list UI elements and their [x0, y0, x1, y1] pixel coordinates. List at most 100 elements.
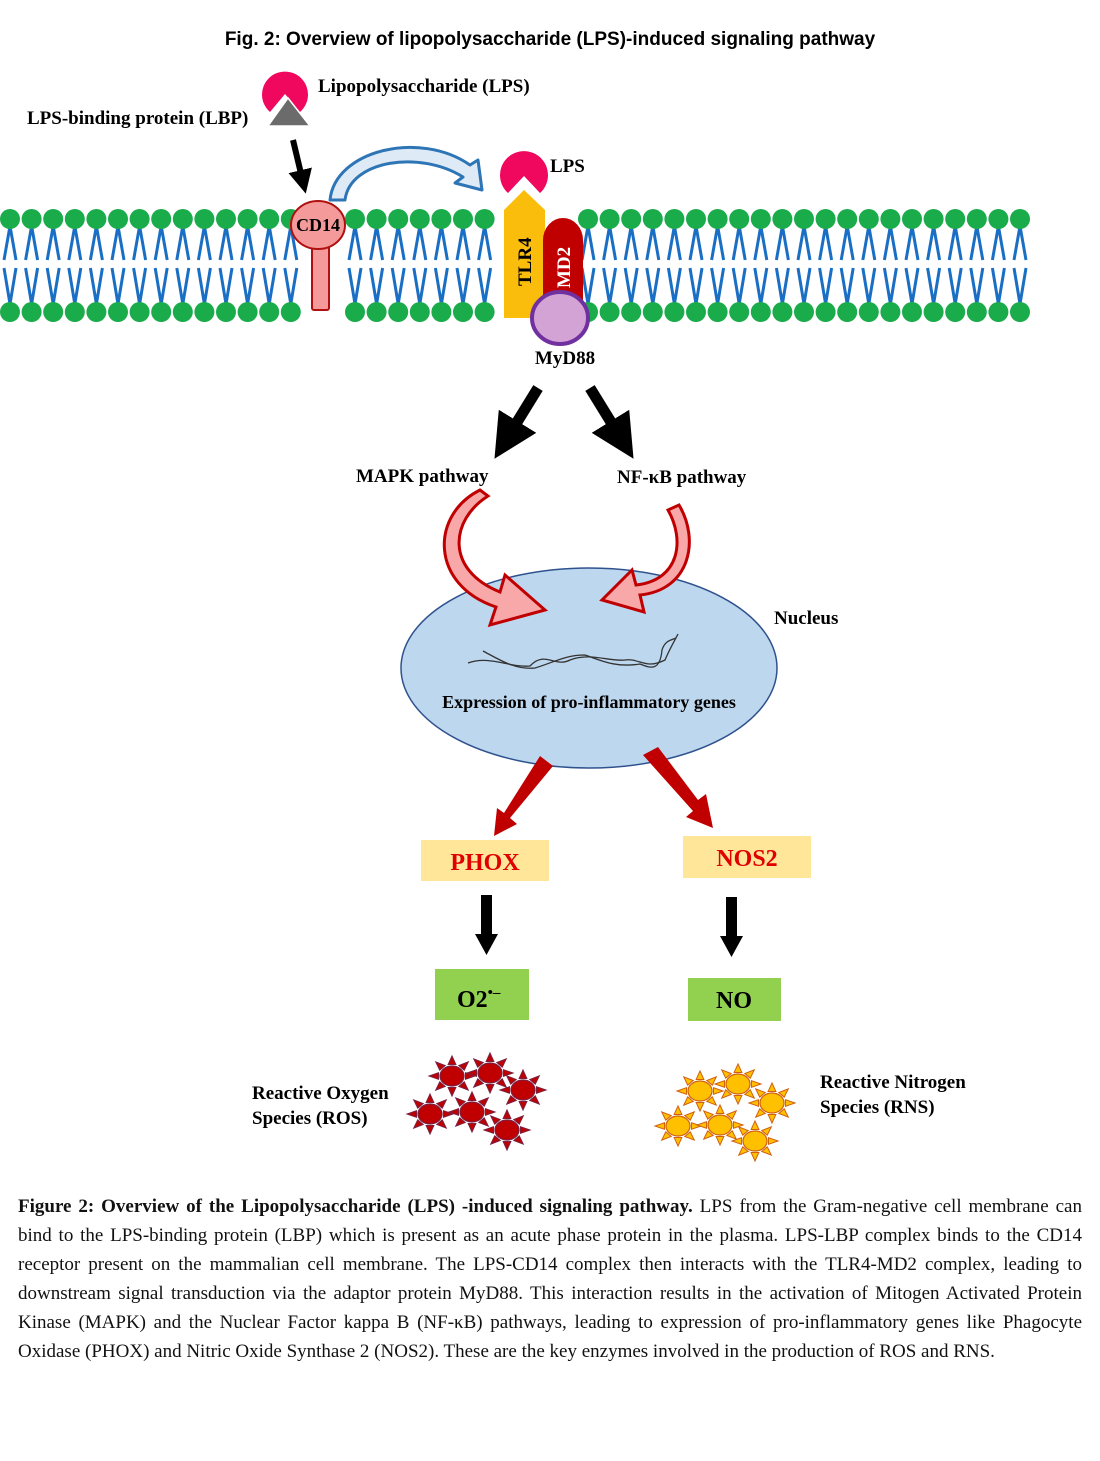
- lipid-head: [642, 302, 663, 322]
- lipid-tail: [283, 267, 299, 305]
- lipid-head: [599, 302, 620, 322]
- lipid-head: [409, 209, 430, 229]
- lipid-tail: [175, 267, 191, 305]
- md2-protein: [543, 218, 583, 300]
- lipid-tail: [240, 225, 256, 261]
- lipid-tail: [990, 267, 1006, 305]
- radical-star-icon: [498, 1068, 548, 1112]
- arrow-nos2-to-no: [720, 897, 743, 957]
- lipid-head: [237, 302, 258, 322]
- lipid-head: [366, 209, 387, 229]
- lipid-tail: [947, 225, 963, 261]
- lipid-head: [21, 302, 42, 322]
- cd14-label: CD14: [296, 215, 340, 235]
- lipid-tail: [623, 225, 639, 261]
- lipid-tail: [947, 267, 963, 305]
- radical-star-icon: [405, 1092, 455, 1136]
- lipid-head: [686, 209, 706, 229]
- expression-label: Expression of pro-inflammatory genes: [442, 692, 736, 712]
- lipid-tail: [240, 267, 256, 305]
- lipid-head: [409, 302, 430, 322]
- radical-star-icon: [447, 1090, 497, 1134]
- caption-heading: Figure 2: Overview of the Lipopolysaccha…: [18, 1196, 693, 1217]
- lipid-tail: [926, 225, 942, 261]
- lipid-tail: [433, 225, 449, 261]
- lipid-head: [0, 302, 20, 322]
- nos2-label: NOS2: [716, 846, 777, 872]
- caption-body: LPS from the Gram-negative cell membrane…: [18, 1196, 1082, 1362]
- lipid-head: [129, 302, 150, 322]
- lipid-head: [21, 209, 42, 229]
- lipid-tail: [602, 225, 618, 261]
- lipid-tail: [175, 225, 191, 261]
- lps-lbp-complex: [262, 71, 312, 127]
- lipid-tail: [1012, 267, 1028, 305]
- rns-label-line2: Species (RNS): [820, 1097, 935, 1118]
- lipid-tail: [904, 225, 920, 261]
- lipid-tail: [904, 267, 920, 305]
- rns-cluster-icon: [653, 1062, 797, 1163]
- lipid-head: [858, 302, 879, 322]
- lipid-tail: [347, 267, 363, 305]
- lipid-head: [988, 302, 1009, 322]
- lipid-head: [1010, 302, 1030, 322]
- tlr4-receptor: [504, 190, 545, 318]
- lipid-head: [194, 209, 215, 229]
- nfkb-pathway-label: NF-κB pathway: [617, 467, 747, 488]
- lipid-head: [366, 302, 387, 322]
- lipid-tail: [818, 225, 834, 261]
- lbp-triangle-icon: [266, 96, 312, 127]
- ros-label-line1: Reactive Oxygen: [252, 1083, 389, 1104]
- transfer-arrow: [328, 145, 484, 202]
- mapk-pathway-label: MAPK pathway: [356, 466, 489, 487]
- superoxide-box: [435, 969, 529, 1020]
- nitric-oxide-label: NO: [716, 988, 752, 1014]
- lipid-head: [172, 302, 193, 322]
- lipid-tail: [580, 267, 596, 305]
- lps-short-label: LPS: [550, 156, 585, 177]
- tlr4-label: TLR4: [515, 237, 536, 286]
- nfkb-curved-arrow: [599, 503, 691, 615]
- lipid-head: [216, 209, 236, 229]
- lipid-tail: [882, 225, 898, 261]
- lipid-tail: [688, 225, 704, 261]
- lipid-tail: [477, 225, 493, 261]
- lipid-head: [642, 209, 663, 229]
- lipid-tail: [731, 267, 747, 305]
- lipid-tail: [455, 225, 471, 261]
- radical-star-icon: [482, 1108, 532, 1152]
- lipid-head: [474, 302, 495, 322]
- lps-bound-icon: [500, 151, 548, 193]
- lipid-head: [431, 209, 452, 229]
- lipid-tail: [433, 267, 449, 305]
- lipid-tail: [153, 225, 169, 261]
- lipid-head: [43, 302, 64, 322]
- lipid-tail: [818, 267, 834, 305]
- lipid-head: [43, 209, 64, 229]
- lipid-head: [86, 209, 107, 229]
- lipid-tail: [623, 267, 639, 305]
- lipid-head: [108, 302, 128, 322]
- lipid-tail: [2, 267, 18, 305]
- lipid-head: [108, 209, 128, 229]
- lipid-head: [474, 209, 495, 229]
- arrow-to-nos2: [643, 747, 713, 828]
- arrow-phox-to-o2: [475, 895, 498, 955]
- lipid-head: [86, 302, 107, 322]
- lipid-head: [621, 209, 642, 229]
- lipid-head: [216, 302, 236, 322]
- lipid-head: [750, 209, 771, 229]
- phox-label: PHOX: [450, 850, 520, 876]
- lipid-tail: [218, 225, 234, 261]
- lipid-head: [858, 209, 879, 229]
- lipid-tail: [45, 267, 61, 305]
- radical-star-icon: [730, 1119, 780, 1163]
- arrow-to-mapk: [494, 385, 543, 459]
- lipid-head: [1010, 209, 1030, 229]
- radical-star-icon: [427, 1054, 477, 1098]
- lipid-head: [194, 302, 215, 322]
- lipid-head: [772, 209, 793, 229]
- cd14-receptor: [290, 200, 346, 311]
- lipid-tail: [24, 267, 40, 305]
- lipid-head: [707, 302, 728, 322]
